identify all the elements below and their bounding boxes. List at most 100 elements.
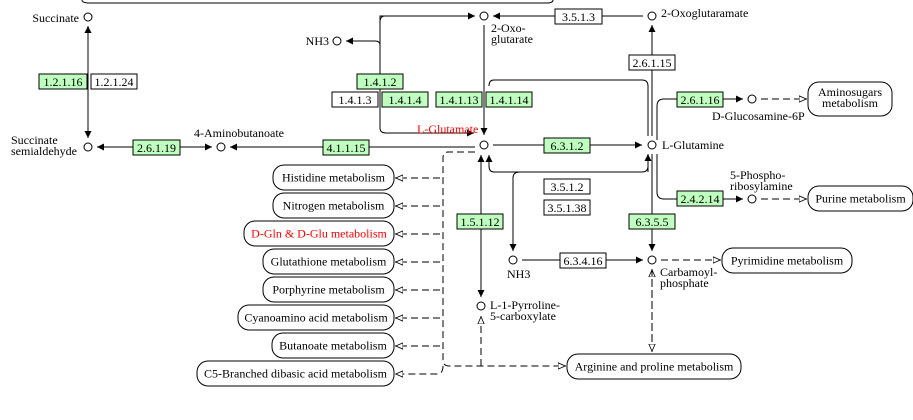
enzyme-label: 1.4.1.4 <box>389 93 422 107</box>
pathway-box <box>721 247 853 274</box>
enzyme-box-6-3-4-16[interactable]: 6.3.4.16 <box>559 252 607 269</box>
compound-nh3-bottom[interactable]: NH3 <box>507 255 530 281</box>
compound-l-glutamate[interactable]: L-Glutamate <box>417 122 489 150</box>
enzyme-label: 3.5.1.38 <box>548 201 587 215</box>
compound-l-1-pyrroline-5-carboxylate[interactable]: L-1-Pyrroline-5-carboxylate <box>476 298 560 323</box>
pathway-label: Cyanoamino acid metabolism <box>244 311 388 325</box>
compound-node[interactable] <box>508 255 518 265</box>
compound-node[interactable] <box>647 140 657 150</box>
enzyme-box-2-6-1-16[interactable]: 2.6.1.16 <box>676 91 724 108</box>
enzyme-box-6-3-5-5[interactable]: 6.3.5.5 <box>628 213 676 230</box>
pathway-box <box>807 185 913 212</box>
compound-node[interactable] <box>479 11 489 21</box>
enzyme-box-2-4-2-14[interactable]: 2.4.2.14 <box>676 190 724 207</box>
compound-nh3-top[interactable]: NH3 <box>306 34 342 48</box>
pathway-histidine-metabolism[interactable]: Histidine metabolism <box>272 164 395 191</box>
compound-label: Succinate <box>11 133 58 147</box>
enzyme-rect <box>628 213 676 230</box>
compound-succinate[interactable]: Succinate <box>32 11 93 25</box>
compound-carbamoyl-phosphate[interactable]: Carbamoyl-phosphate <box>647 255 717 290</box>
pathway-purine-metabolism[interactable]: Purine metabolism <box>807 185 913 212</box>
enzyme-label: 6.3.1.2 <box>551 139 584 153</box>
enzyme-rect <box>132 139 181 156</box>
pathway-box <box>262 248 395 275</box>
pathway-nitrogen-metabolism[interactable]: Nitrogen metabolism <box>272 192 395 219</box>
pathway-label: Porphyrine metabolism <box>272 283 385 297</box>
pathway-glutathione-metabolism[interactable]: Glutathione metabolism <box>262 248 395 275</box>
compound-label: phosphate <box>660 276 709 290</box>
enzyme-rect <box>456 213 504 230</box>
compound-label: L-Glutamine <box>662 138 724 152</box>
pathway-porphyrine-metabolism[interactable]: Porphyrine metabolism <box>262 276 395 303</box>
enzyme-box-3-5-1-3[interactable]: 3.5.1.3 <box>554 8 603 25</box>
compound-2-oxoglutaramate[interactable]: 2-Oxoglutaramate <box>647 6 748 21</box>
enzyme-rect <box>543 178 591 195</box>
compound-node[interactable] <box>83 12 93 22</box>
compound-node[interactable] <box>647 255 657 265</box>
compound-label: NH3 <box>507 267 530 281</box>
enzyme-box-2-6-1-15[interactable]: 2.6.1.15 <box>628 54 676 71</box>
pathway-label: metabolism <box>822 96 879 110</box>
enzyme-rect <box>543 137 591 154</box>
enzyme-box-1-4-1-2[interactable]: 1.4.1.2 <box>356 73 404 90</box>
pathway-label: Nitrogen metabolism <box>283 199 385 213</box>
enzyme-box-1-4-1-13[interactable]: 1.4.1.13 <box>435 91 483 108</box>
pathway-box <box>262 276 395 303</box>
compound-l-glutamine[interactable]: L-Glutamine <box>647 138 724 152</box>
compound-node[interactable] <box>747 194 757 204</box>
compound-label: NH3 <box>306 34 329 48</box>
enzyme-box-1-4-1-3[interactable]: 1.4.1.3 <box>331 91 379 108</box>
compound-node[interactable] <box>747 94 757 104</box>
enzyme-rect <box>543 199 591 216</box>
pathway-c5-branched-dibasic-acid-metabolism[interactable]: C5-Branched dibasic acid metabolism <box>196 360 395 387</box>
enzyme-label: 1.4.1.2 <box>364 75 397 89</box>
enzyme-box-6-3-1-2[interactable]: 6.3.1.2 <box>543 137 591 154</box>
pathway-label: Arginine and proline metabolism <box>575 360 734 374</box>
compound-2-oxoglutarate[interactable]: 2-Oxo-glutarate <box>479 11 533 46</box>
compound-label: 2-Oxo- <box>491 21 526 35</box>
pathway-label: D-Gln & D-Glu metabolism <box>251 227 387 241</box>
enzyme-rect <box>381 91 429 108</box>
compound-node[interactable] <box>647 11 657 21</box>
pathway-label: C5-Branched dibasic acid metabolism <box>204 367 388 381</box>
compound-node[interactable] <box>476 301 486 311</box>
top-pathway-box-border <box>81 0 554 4</box>
compound-label: Succinate <box>32 11 79 25</box>
pathway-pyrimidine-metabolism[interactable]: Pyrimidine metabolism <box>721 247 853 274</box>
compound-label: Carbamoyl- <box>660 265 717 279</box>
enzyme-box-2-6-1-19[interactable]: 2.6.1.19 <box>132 139 181 156</box>
enzyme-rect <box>559 252 607 269</box>
enzyme-box-3-5-1-38[interactable]: 3.5.1.38 <box>543 199 591 216</box>
compound-node[interactable] <box>479 140 489 150</box>
enzyme-box-3-5-1-2[interactable]: 3.5.1.2 <box>543 178 591 195</box>
pathway-links <box>395 99 807 374</box>
enzyme-label: 1.5.1.12 <box>461 215 500 229</box>
pathway-arginine-and-proline-metabolism[interactable]: Arginine and proline metabolism <box>566 353 742 380</box>
enzyme-label: 2.6.1.16 <box>681 93 720 107</box>
enzyme-label: 3.5.1.3 <box>562 10 595 24</box>
compound-label: 2-Oxoglutaramate <box>661 6 748 20</box>
enzyme-box-4-1-1-15[interactable]: 4.1.1.15 <box>322 139 370 156</box>
compound-4-aminobutanoate[interactable]: 4-Aminobutanoate <box>194 126 284 152</box>
enzyme-box-1-2-1-16[interactable]: 1.2.1.16 <box>38 73 88 90</box>
enzyme-rect <box>485 91 533 108</box>
pathway-butanoate-metabolism[interactable]: Butanoate metabolism <box>271 332 395 359</box>
enzyme-box-1-2-1-24[interactable]: 1.2.1.24 <box>90 73 138 90</box>
enzyme-box-1-4-1-4[interactable]: 1.4.1.4 <box>381 91 429 108</box>
pathway-box <box>243 220 395 247</box>
compound-node[interactable] <box>83 142 93 152</box>
compound-d-glucosamine-6p[interactable]: D-Glucosamine-6P <box>712 94 805 123</box>
compound-node[interactable] <box>216 142 226 152</box>
pathway-label: Pyrimidine metabolism <box>731 254 844 268</box>
enzyme-box-1-4-1-14[interactable]: 1.4.1.14 <box>485 91 533 108</box>
pathway-cyanoamino-acid-metabolism[interactable]: Cyanoamino acid metabolism <box>237 304 395 331</box>
enzyme-box-1-5-1-12[interactable]: 1.5.1.12 <box>456 213 504 230</box>
compound-5-phosphoribosylamine[interactable]: 5-Phospho-ribosylamine <box>730 168 793 204</box>
compound-node[interactable] <box>332 36 342 46</box>
pathway-box <box>272 164 395 191</box>
pathway-d-gln-d-glu-metabolism[interactable]: D-Gln & D-Glu metabolism <box>243 220 395 247</box>
enzyme-label: 6.3.4.16 <box>564 254 603 268</box>
